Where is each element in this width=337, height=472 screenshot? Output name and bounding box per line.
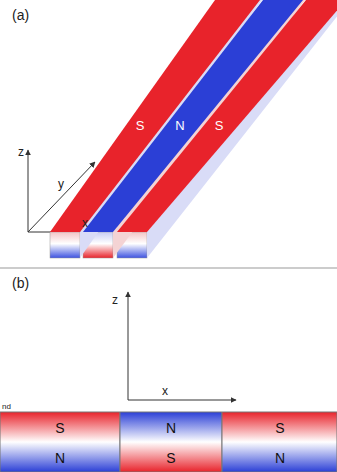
axis-label: y xyxy=(58,178,64,190)
pole-label: S xyxy=(275,421,284,435)
magnet-block-shape xyxy=(0,412,120,472)
magnet-bar-outline xyxy=(117,0,337,232)
magnet-bar-outline xyxy=(83,0,303,232)
magnet-block-shape xyxy=(222,412,337,472)
magnet-block: SN xyxy=(222,412,337,472)
axis-label: z xyxy=(18,146,24,158)
magnet-bar-shape xyxy=(83,0,303,232)
magnet-bar-shape xyxy=(117,0,337,232)
bar-front-face xyxy=(50,232,80,258)
pole-label: N xyxy=(175,119,184,132)
z-axis xyxy=(128,292,129,400)
magnet-bar: S xyxy=(117,0,337,232)
panel-divider xyxy=(0,268,337,269)
magnet-block: SN xyxy=(0,412,120,472)
magnet-bar: N xyxy=(83,0,303,232)
pole-label: S xyxy=(136,119,145,132)
x-axis xyxy=(128,400,236,401)
panel-label: (b) xyxy=(12,276,29,290)
pole-label: S xyxy=(215,119,224,132)
magnet-block: NS xyxy=(120,412,222,472)
pole-label: N xyxy=(275,451,285,465)
pole-label: N xyxy=(166,421,176,435)
axis-label: x xyxy=(82,217,88,229)
axis-label: z xyxy=(112,294,118,306)
note-text: nd xyxy=(2,403,11,411)
z-axis xyxy=(28,150,29,232)
axis-label: x xyxy=(162,385,168,397)
pole-label: S xyxy=(166,451,175,465)
panel-label: (a) xyxy=(12,8,29,22)
pole-label: S xyxy=(55,421,64,435)
magnet-block-shape xyxy=(120,412,222,472)
pole-label: N xyxy=(55,451,65,465)
